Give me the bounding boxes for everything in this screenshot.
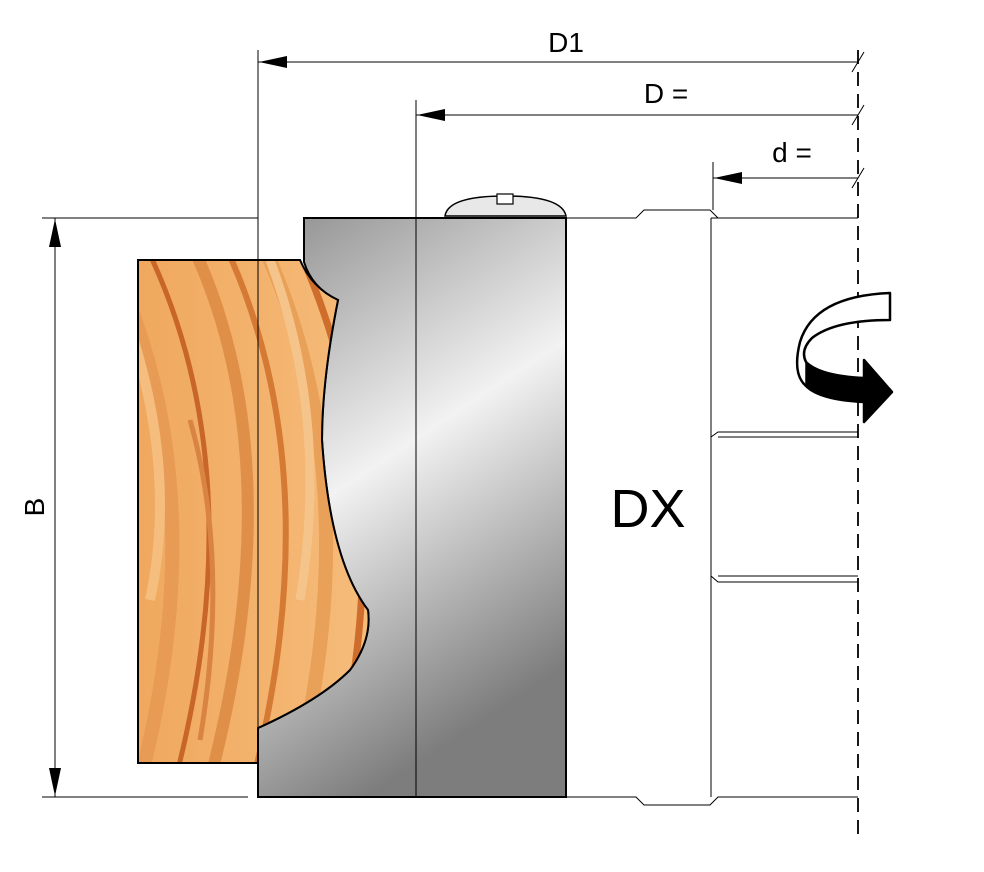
label-rotation-code: DX bbox=[610, 479, 685, 539]
arrowhead-d-outer bbox=[417, 109, 445, 121]
curved-arrow-icon bbox=[795, 291, 894, 424]
dimension-d-outer bbox=[415, 100, 865, 218]
arrowhead-height-bottom bbox=[49, 768, 61, 796]
screw-head-icon bbox=[444, 193, 567, 217]
arrowhead-d-bore bbox=[714, 172, 742, 184]
dimension-d1 bbox=[257, 50, 865, 797]
label-d1: D1 bbox=[548, 27, 584, 58]
arrowhead-d1 bbox=[259, 56, 287, 68]
label-d-bore: d = bbox=[772, 137, 812, 168]
wood-outline bbox=[137, 259, 370, 764]
dimension-height bbox=[42, 217, 258, 798]
label-d-outer: D = bbox=[644, 78, 688, 109]
arrowhead-height-top bbox=[49, 219, 61, 247]
dimension-d-bore bbox=[712, 162, 865, 210]
wood-workpiece bbox=[137, 259, 370, 764]
label-height: B bbox=[19, 498, 50, 517]
hub-outline bbox=[566, 209, 858, 806]
